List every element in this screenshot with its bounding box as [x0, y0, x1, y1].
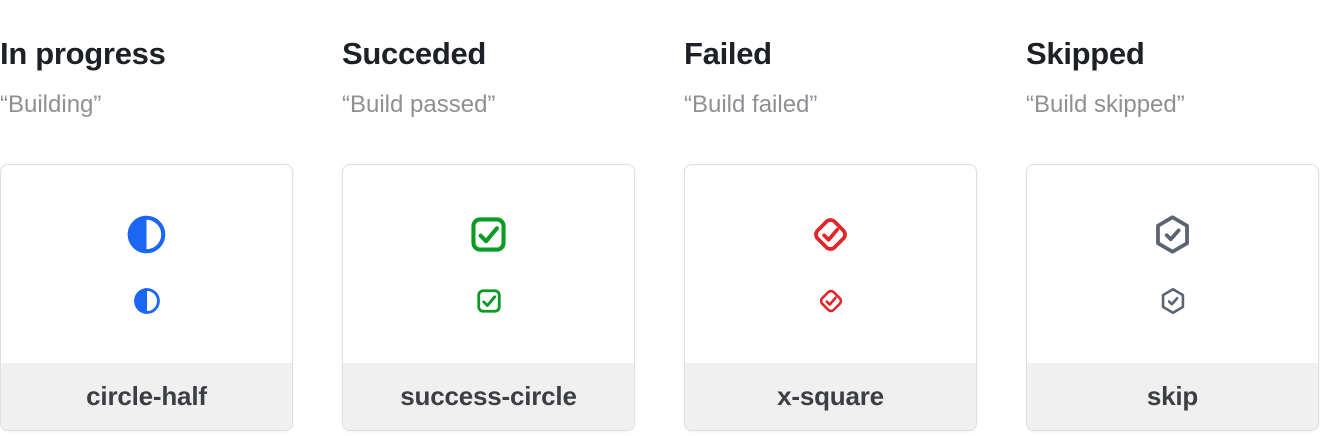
status-message: “Build skipped”	[1026, 90, 1185, 118]
icon-name-footer: circle-half	[1, 363, 292, 431]
status-column-in-progress: In progress “Building” circle-	[0, 0, 293, 436]
icon-card: success-circle	[342, 164, 635, 432]
status-message: “Build failed”	[684, 90, 818, 118]
check-hexagon-icon-large	[1152, 214, 1193, 255]
status-title: In progress	[0, 36, 166, 71]
check-diamond-icon-large	[810, 214, 851, 255]
icon-name-label: skip	[1146, 381, 1199, 412]
status-title: Failed	[684, 36, 772, 71]
icon-card-body	[1, 165, 292, 363]
icon-name-label: x-square	[777, 381, 884, 412]
check-hexagon-icon-small	[1159, 287, 1187, 315]
status-title: Succeded	[342, 36, 487, 71]
status-column-failed: Failed “Build failed” x-square	[684, 0, 977, 436]
status-message: “Building”	[0, 90, 102, 118]
status-column-succeeded: Succeded “Build passed” succes	[342, 0, 635, 436]
icon-name-footer: skip	[1027, 363, 1318, 431]
circle-half-icon-small	[133, 287, 161, 315]
icon-card: x-square	[684, 164, 977, 432]
icon-name-footer: success-circle	[343, 363, 634, 431]
check-diamond-icon-small	[817, 287, 845, 315]
circle-half-icon-large	[126, 214, 167, 255]
status-title: Skipped	[1026, 36, 1145, 71]
icon-name-label: circle-half	[86, 381, 207, 412]
check-square-icon-large	[468, 214, 509, 255]
status-message: “Build passed”	[342, 90, 496, 118]
check-square-icon-small	[475, 287, 503, 315]
icon-name-footer: x-square	[685, 363, 976, 431]
icon-card: circle-half	[0, 164, 293, 432]
icon-card: skip	[1026, 164, 1319, 432]
icon-card-body	[343, 165, 634, 363]
status-column-skipped: Skipped “Build skipped” skip	[1026, 0, 1319, 436]
icon-name-label: success-circle	[400, 381, 577, 412]
icon-card-body	[1027, 165, 1318, 363]
icon-card-body	[685, 165, 976, 363]
